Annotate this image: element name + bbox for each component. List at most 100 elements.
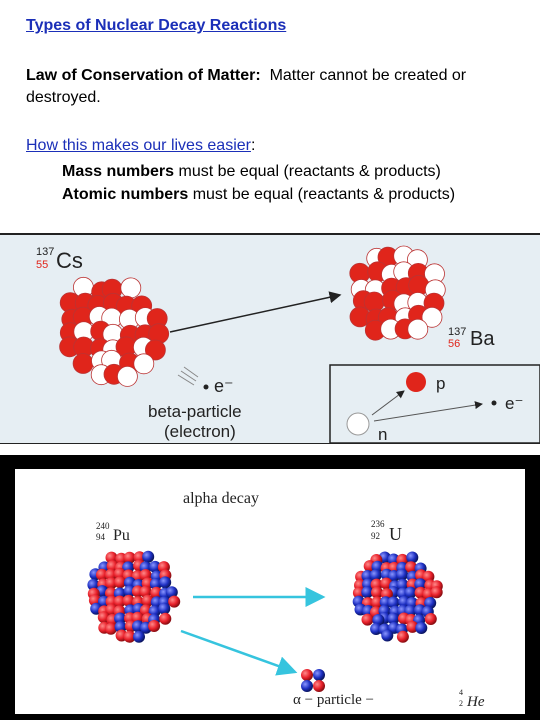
nucleon — [168, 595, 181, 608]
nucleon — [415, 622, 428, 634]
alpha-decay-figure: alpha decay 240 94 Pu 236 92 U α − parti… — [15, 469, 525, 714]
nucleon — [123, 630, 136, 643]
pu-nucleus — [87, 550, 181, 643]
cs-atomic-number: 55 — [36, 259, 48, 271]
nucleon — [114, 612, 127, 625]
nucleon — [406, 551, 419, 564]
nucleon — [369, 569, 382, 582]
nucleon — [387, 612, 400, 625]
nucleon — [123, 551, 136, 564]
rule-mass-bold: Mass numbers — [62, 163, 175, 180]
ba-atomic-number: 56 — [448, 338, 460, 350]
u-atomic-number: 92 — [371, 531, 380, 541]
inset-electron-dot — [491, 400, 497, 406]
beta-particle-label: beta-particle — [148, 402, 242, 421]
page-title: Types of Nuclear Decay Reactions — [26, 17, 287, 34]
nucleon — [133, 630, 145, 643]
how-colon: : — [250, 137, 256, 154]
nucleon — [133, 353, 155, 375]
nucleon — [148, 620, 161, 632]
law-text: Matter cannot be created or destroyed. — [26, 67, 467, 106]
nucleon — [414, 578, 427, 591]
alpha-particle-label: α − particle − — [293, 692, 374, 708]
rule-atomic: Atomic numbers must be equal (reactants … — [62, 186, 455, 204]
nucleon — [372, 614, 385, 626]
nucleon — [96, 568, 108, 581]
beta-decay-svg: 137 55 Cs 137 56 Ba e⁻ beta-particle (el… — [36, 245, 540, 444]
nucleon — [407, 318, 429, 340]
law-label: Law of Conservation of Matter: — [26, 67, 261, 84]
nucleon — [120, 277, 142, 299]
beta-decay-figure: 137 55 Cs 137 56 Ba e⁻ beta-particle (el… — [0, 233, 540, 444]
nucleon — [122, 594, 135, 607]
nucleon — [159, 612, 172, 625]
nucleon — [72, 353, 94, 374]
nucleon — [144, 339, 166, 361]
proton-label: p — [436, 374, 445, 393]
law-statement: Law of Conservation of Matter: Matter ca… — [26, 65, 526, 109]
nucleon — [371, 596, 384, 609]
nucleon — [150, 586, 163, 599]
nucleon — [117, 365, 138, 387]
u-nucleus — [352, 551, 443, 643]
pu-mass-number: 240 — [96, 521, 110, 531]
nucleon — [396, 630, 409, 643]
rule-atomic-text: must be equal (reactants & products) — [188, 186, 456, 203]
nucleon — [114, 576, 127, 589]
nucleon — [371, 586, 383, 599]
nucleon — [165, 586, 178, 599]
nucleon — [405, 561, 418, 574]
rule-mass: Mass numbers must be equal (reactants & … — [62, 163, 441, 181]
neutron-ball — [346, 412, 370, 436]
nucleon — [149, 560, 162, 573]
nucleon — [149, 578, 162, 590]
inset-arrow-proton — [371, 390, 405, 416]
cs-symbol: Cs — [56, 248, 83, 273]
ba-nucleus — [349, 245, 446, 341]
nucleon — [113, 595, 126, 608]
cs-nucleus — [59, 276, 170, 387]
inset-arrow-electron — [373, 401, 483, 422]
electron-dot — [203, 384, 209, 390]
nucleon — [404, 586, 417, 599]
he-atomic-number: 2 — [459, 699, 463, 708]
nucleon — [142, 550, 155, 563]
electron-label: e⁻ — [214, 376, 234, 396]
pu-symbol: Pu — [113, 527, 130, 544]
proton-ball — [406, 372, 426, 392]
alpha-decay-frame: alpha decay 240 94 Pu 236 92 U α − parti… — [0, 455, 540, 720]
how-heading: How this makes our lives easier: — [26, 137, 255, 155]
alpha-particle-arrow — [180, 629, 298, 676]
he-mass-number: 4 — [459, 688, 463, 697]
neutron-label: n — [378, 425, 387, 443]
nucleon — [131, 611, 144, 624]
nucleon — [141, 594, 154, 607]
ba-mass-number: 137 — [448, 326, 466, 338]
nucleon — [87, 578, 100, 591]
rule-mass-text: must be equal (reactants & products) — [174, 163, 441, 180]
rule-atomic-bold: Atomic numbers — [62, 186, 189, 203]
nucleon — [105, 577, 118, 590]
nucleon — [430, 586, 443, 599]
nucleon — [406, 620, 419, 633]
nucleon — [421, 306, 443, 328]
u-symbol: U — [389, 524, 402, 544]
ba-symbol: Ba — [470, 328, 495, 350]
u-mass-number: 236 — [371, 519, 385, 529]
nucleon — [158, 602, 171, 615]
electron-motion-lines — [177, 366, 199, 386]
nucleon — [381, 629, 394, 642]
how-link[interactable]: How this makes our lives easier — [26, 137, 251, 154]
nucleon — [159, 576, 172, 589]
nucleon — [424, 613, 437, 625]
decay-arrow — [169, 291, 342, 333]
nucleon — [387, 596, 400, 609]
nucleon — [104, 622, 117, 635]
alpha-decay-svg: alpha decay 240 94 Pu 236 92 U α − parti… — [87, 490, 485, 710]
he-symbol: He — [466, 694, 485, 710]
electron-subtitle: (electron) — [164, 422, 236, 441]
nucleon — [361, 613, 374, 626]
pu-atomic-number: 94 — [96, 532, 106, 542]
cs-mass-number: 137 — [36, 246, 54, 258]
nucleon — [370, 623, 383, 635]
